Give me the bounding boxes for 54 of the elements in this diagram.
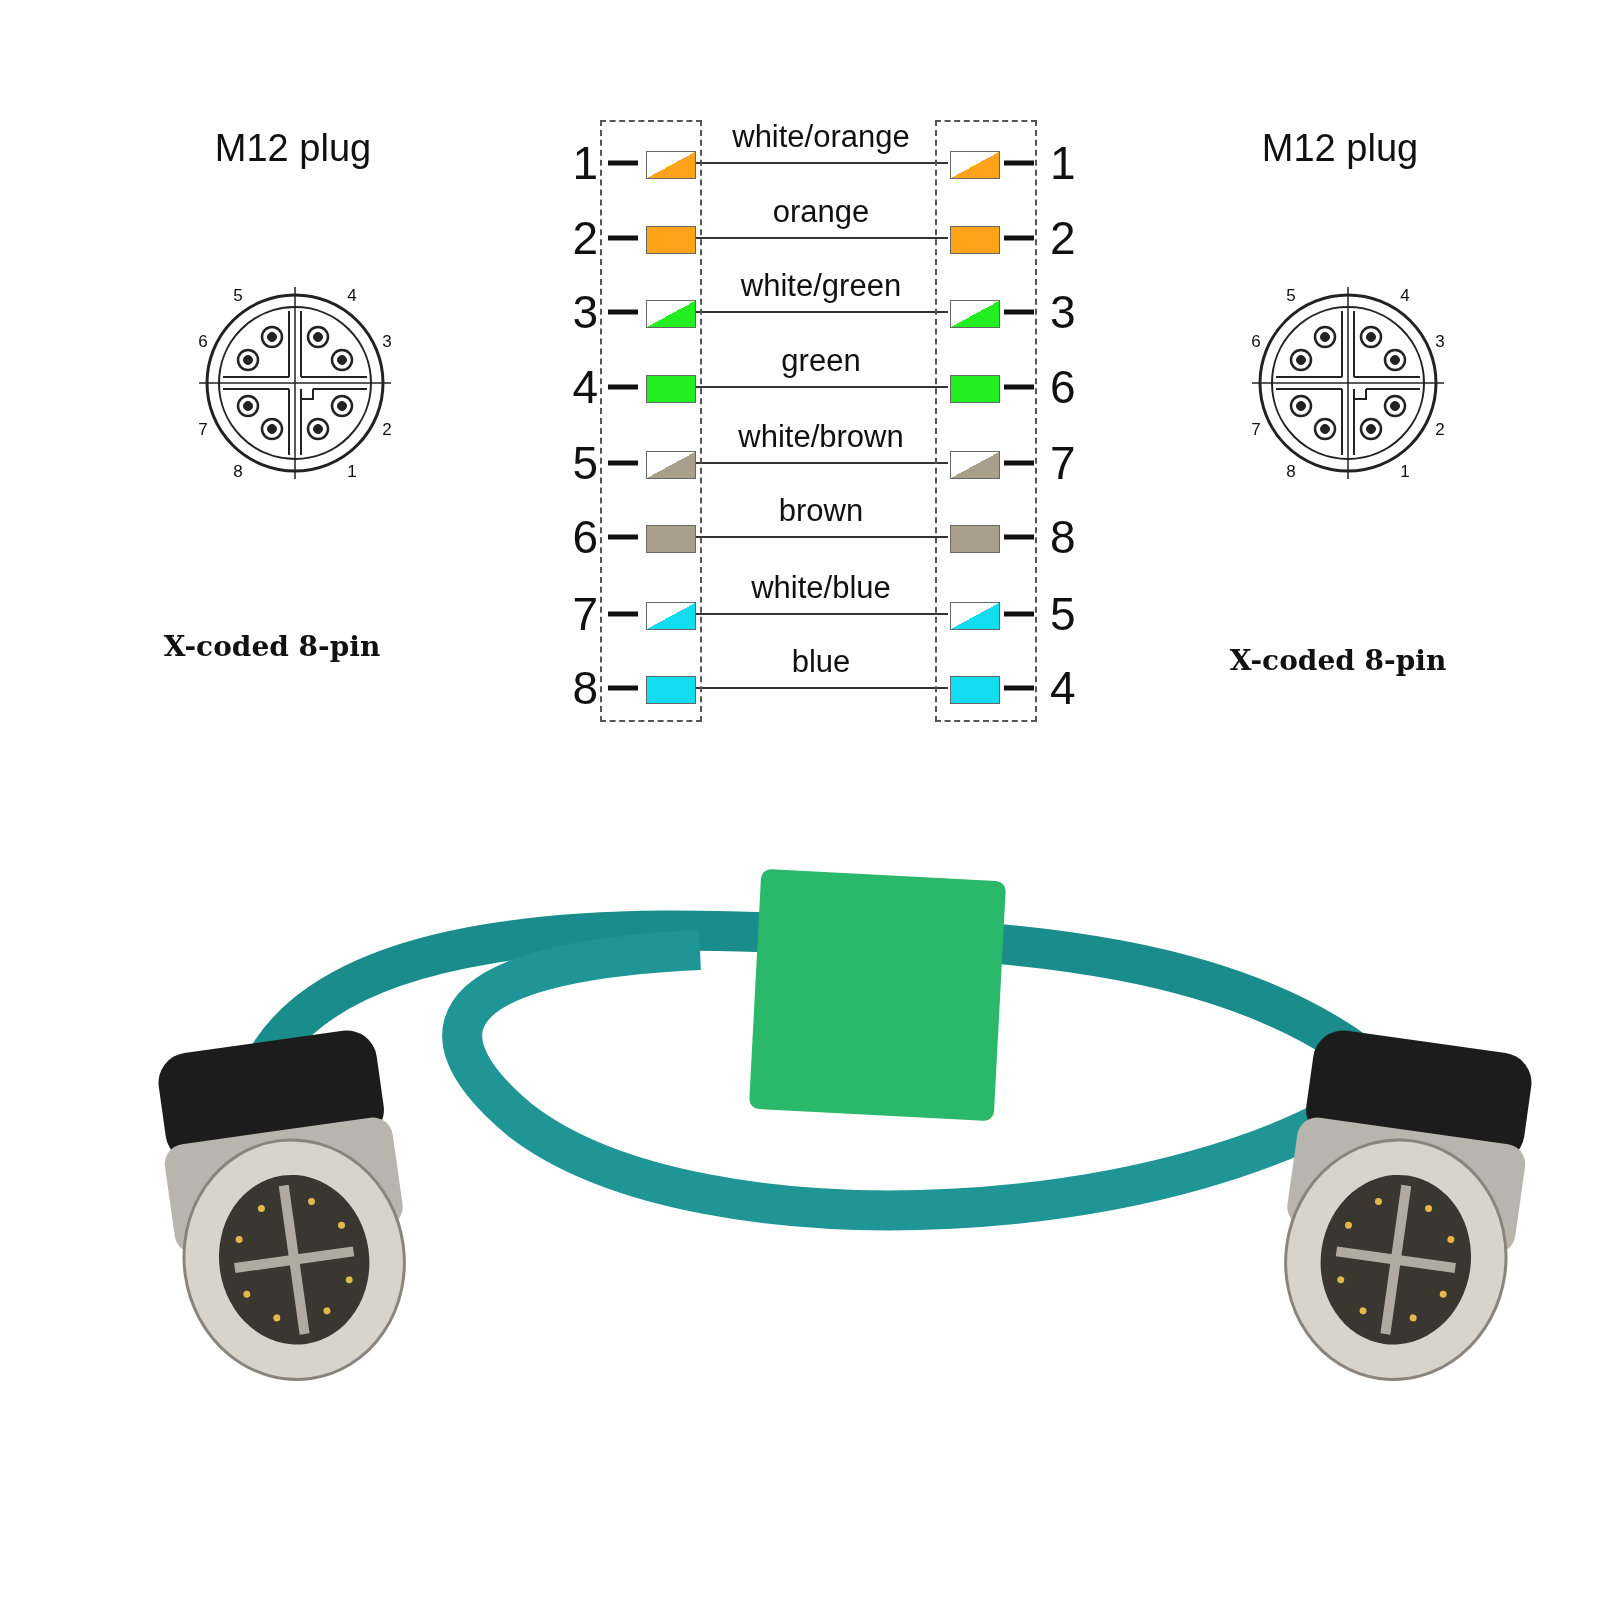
pin-number: 6 <box>572 514 598 560</box>
connector-dashed-frame <box>600 120 702 722</box>
wire-color-swatch <box>950 300 1000 328</box>
pin-label: 6 <box>198 332 208 350</box>
wire-color-swatch <box>646 151 696 179</box>
coding-caption: X-coded 8-pin <box>163 633 381 661</box>
pin-label: 7 <box>1251 420 1261 438</box>
pin-label: 7 <box>198 420 208 438</box>
pin-number: 6 <box>1050 364 1076 410</box>
wire-color-swatch <box>646 602 696 630</box>
pin-label: 3 <box>382 332 392 350</box>
pin-label: 1 <box>1400 462 1410 480</box>
wire-color-swatch <box>950 525 1000 553</box>
wire-color-swatch <box>950 151 1000 179</box>
pin-number: 2 <box>1050 215 1076 261</box>
pin-number: 8 <box>1050 514 1076 560</box>
wire-color-swatch <box>950 375 1000 403</box>
pin-label: 5 <box>1286 286 1296 304</box>
pin-label: 5 <box>233 286 243 304</box>
wire-color-swatch <box>646 300 696 328</box>
plug-title: M12 plug <box>1261 129 1419 167</box>
wire-color-swatch <box>950 451 1000 479</box>
pin-number: 1 <box>572 140 598 186</box>
pin-number: 5 <box>572 440 598 486</box>
wire-color-swatch <box>646 676 696 704</box>
pin-label: 8 <box>1286 462 1296 480</box>
pin-label: 8 <box>233 462 243 480</box>
pin-number: 3 <box>1050 289 1076 335</box>
wire-color-swatch <box>950 226 1000 254</box>
pin-label: 3 <box>1435 332 1445 350</box>
pin-label: 1 <box>347 462 357 480</box>
wire-color-swatch <box>646 375 696 403</box>
connector-dashed-frame <box>935 120 1037 722</box>
plug-title: M12 plug <box>214 129 372 167</box>
wire-color-swatch <box>950 602 1000 630</box>
pin-number: 3 <box>572 289 598 335</box>
pin-number: 4 <box>572 364 598 410</box>
pin-label: 2 <box>382 420 392 438</box>
wire-color-swatch <box>646 451 696 479</box>
wire-color-swatch <box>646 525 696 553</box>
coding-caption: X-coded 8-pin <box>1229 647 1447 675</box>
pin-label: 4 <box>347 286 357 304</box>
pin-number: 4 <box>1050 665 1076 711</box>
pin-number: 5 <box>1050 591 1076 637</box>
wire-color-swatch <box>646 226 696 254</box>
pin-number: 1 <box>1050 140 1076 186</box>
pin-number: 2 <box>572 215 598 261</box>
pin-label: 2 <box>1435 420 1445 438</box>
pin-label: 4 <box>1400 286 1410 304</box>
wire-color-swatch <box>950 676 1000 704</box>
pin-label: 6 <box>1251 332 1261 350</box>
pin-number: 7 <box>572 591 598 637</box>
pin-number: 8 <box>572 665 598 711</box>
pin-number: 7 <box>1050 440 1076 486</box>
